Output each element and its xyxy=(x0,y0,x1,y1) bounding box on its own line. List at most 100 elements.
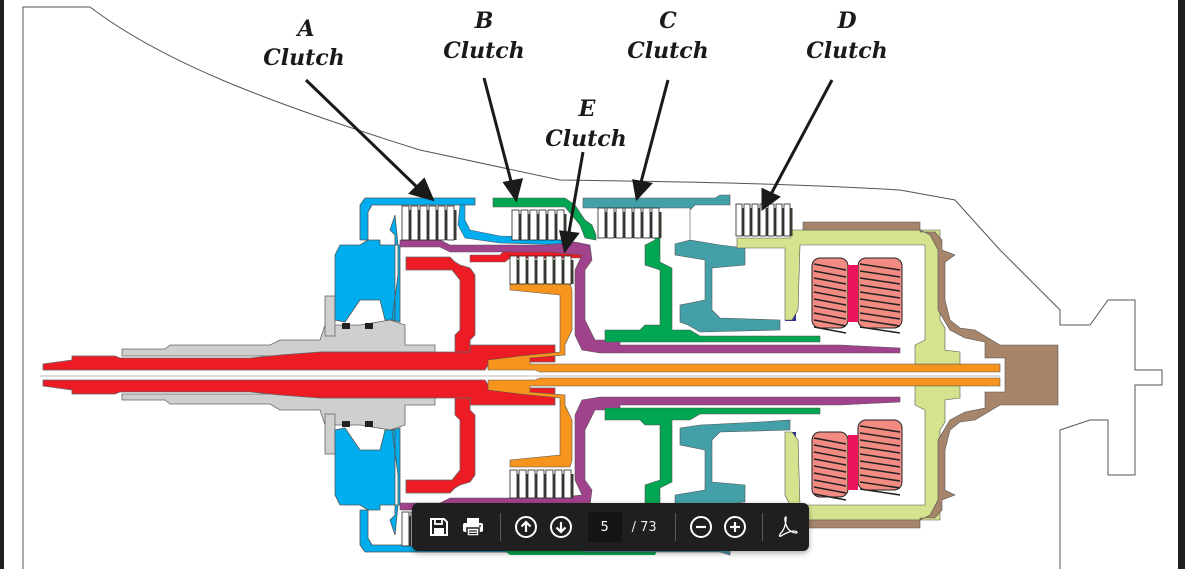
gear-tooth xyxy=(859,481,901,489)
friction-disc xyxy=(659,212,662,238)
d-clutch-word: Clutch xyxy=(806,38,887,64)
gear-tooth xyxy=(859,291,901,299)
friction-disc xyxy=(553,474,556,498)
clutch-plate xyxy=(428,205,437,241)
output-housing xyxy=(802,221,1059,529)
friction-disc xyxy=(418,210,421,240)
gear-tooth xyxy=(859,453,901,461)
clutch-plate xyxy=(642,207,651,239)
gear-tooth xyxy=(813,458,847,466)
gear-tooth xyxy=(859,460,901,468)
arrow-up-circle-icon xyxy=(515,516,538,538)
b-clutch-word: Clutch xyxy=(443,38,524,64)
gear-tooth xyxy=(813,451,847,459)
clutch-plate xyxy=(743,203,751,237)
friction-disc xyxy=(650,212,653,238)
gear-tooth xyxy=(813,472,847,480)
clutch-plate xyxy=(446,205,455,241)
friction-disc xyxy=(564,214,567,240)
plus-circle-icon xyxy=(723,516,746,538)
friction-disc xyxy=(537,214,540,240)
clutch-plate xyxy=(419,205,428,241)
friction-disc xyxy=(571,260,574,284)
pdf-toolbar: / 73 xyxy=(412,503,809,551)
gear-tooth xyxy=(813,444,847,452)
clutch-plate xyxy=(783,203,791,237)
gear-teeth xyxy=(813,263,901,501)
page-total: / 73 xyxy=(631,519,657,535)
gear-tooth xyxy=(859,319,901,327)
clutch-plate xyxy=(545,469,554,499)
minus-circle-icon xyxy=(689,516,712,538)
friction-disc xyxy=(774,208,777,236)
gear-tooth xyxy=(859,425,901,433)
clutch-plate xyxy=(633,207,642,239)
gear-tooth xyxy=(813,486,847,494)
zoom-in-button[interactable] xyxy=(722,512,748,542)
e-clutch-hub xyxy=(487,282,1001,468)
b-clutch-letter: B xyxy=(474,8,494,34)
toolbar-divider xyxy=(500,513,502,541)
gear-tooth xyxy=(859,270,901,278)
acrobat-icon xyxy=(778,516,798,537)
friction-disc xyxy=(641,212,644,238)
gear-tooth xyxy=(859,474,901,482)
page-number-input[interactable] xyxy=(587,512,622,542)
gear-tooth xyxy=(859,488,901,496)
friction-disc xyxy=(605,212,608,238)
friction-disc xyxy=(623,212,626,238)
friction-disc xyxy=(517,260,520,284)
friction-disc xyxy=(544,260,547,284)
clutch-plate xyxy=(538,209,547,241)
gear-tooth xyxy=(859,439,901,447)
clutch-plate xyxy=(615,207,624,239)
gear-tooth xyxy=(813,284,847,292)
friction-disc xyxy=(782,208,785,236)
gear-tooth xyxy=(813,298,847,306)
clutch-plate xyxy=(767,203,775,237)
acrobat-button[interactable] xyxy=(775,512,801,542)
a-clutch-letter: A xyxy=(295,16,314,42)
friction-disc xyxy=(526,474,529,498)
friction-disc xyxy=(454,210,457,240)
friction-disc xyxy=(535,260,538,284)
gear-tooth xyxy=(813,437,847,445)
gear-tooth xyxy=(859,284,901,292)
e-clutch-word: Clutch xyxy=(545,126,626,152)
previous-page-button[interactable] xyxy=(513,512,539,542)
friction-disc xyxy=(553,260,556,284)
clutch-plate xyxy=(563,469,572,499)
friction-disc xyxy=(546,214,549,240)
viewer-right-edge xyxy=(1178,0,1185,569)
friction-disc xyxy=(555,214,558,240)
clutch-plate xyxy=(437,205,446,241)
c-clutch-letter: C xyxy=(659,8,677,34)
clutch-plate xyxy=(547,209,556,241)
save-button[interactable] xyxy=(426,512,452,542)
friction-disc xyxy=(758,208,761,236)
gear-tooth xyxy=(859,446,901,454)
case-outline xyxy=(22,6,1163,569)
e-clutch-letter: E xyxy=(578,96,597,122)
gear-tooth xyxy=(813,305,847,313)
clutch-plate xyxy=(775,203,783,237)
friction-disc xyxy=(632,212,635,238)
clutch-plate xyxy=(509,469,518,499)
print-button[interactable] xyxy=(460,512,486,542)
viewer-left-edge xyxy=(0,0,4,569)
gear-tooth xyxy=(813,291,847,299)
clutch-plate xyxy=(520,209,529,241)
toolbar-divider xyxy=(761,513,763,541)
friction-disc xyxy=(436,210,439,240)
clutch-plate xyxy=(554,469,563,499)
zoom-out-button[interactable] xyxy=(688,512,714,542)
friction-disc xyxy=(571,474,574,498)
friction-disc xyxy=(409,210,412,240)
friction-disc xyxy=(427,210,430,240)
clutch-plate xyxy=(410,205,419,241)
gear-tooth xyxy=(813,263,847,271)
next-page-button[interactable] xyxy=(547,512,573,542)
clutch-plate xyxy=(529,209,538,241)
clutch-plate xyxy=(735,203,743,237)
